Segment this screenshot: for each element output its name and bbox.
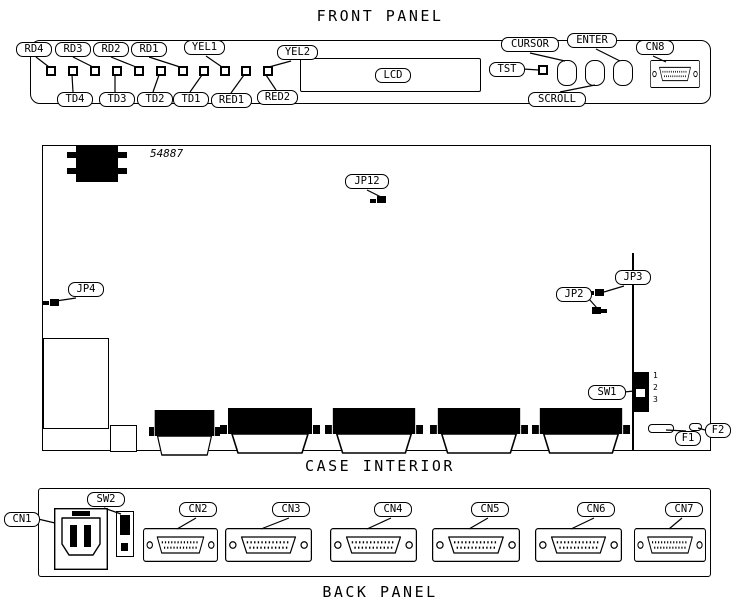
label-jp4: JP4	[68, 282, 104, 297]
fuse-f1	[648, 424, 674, 433]
sw2-rocker	[120, 515, 130, 535]
led-indicator	[263, 66, 273, 76]
transformer-pin	[118, 168, 127, 174]
interior-connector	[149, 410, 220, 456]
label-scroll: SCROLL	[528, 92, 586, 107]
front-panel-title: FRONT PANEL	[316, 7, 444, 25]
label-cn4: CN4	[374, 502, 412, 517]
label-jp12: JP12	[345, 174, 389, 189]
label-sw2: SW2	[87, 492, 125, 507]
led-indicator	[90, 66, 100, 76]
led-indicator	[220, 66, 230, 76]
label-rd3: RD3	[55, 42, 91, 57]
led-indicator	[46, 66, 56, 76]
label-f1: F1	[675, 431, 701, 446]
label-lcd: LCD	[375, 68, 411, 83]
jumper-jp3	[595, 289, 604, 296]
led-indicator	[241, 66, 251, 76]
back-panel-title: BACK PANEL	[322, 583, 438, 601]
sw1-position-3: 3	[653, 395, 658, 404]
jumper-jp12	[377, 196, 386, 203]
interior-connector	[430, 408, 528, 454]
cursor-button	[557, 60, 577, 86]
label-f2: F2	[705, 423, 731, 438]
jumper-jp2	[592, 307, 601, 314]
label-cn5: CN5	[471, 502, 509, 517]
sw2-marking	[121, 543, 128, 551]
interior-connector	[220, 408, 320, 454]
led-indicator	[134, 66, 144, 76]
label-cn8: CN8	[636, 40, 674, 55]
enter-button	[613, 60, 633, 86]
cn1-power-inlet	[54, 508, 108, 570]
label-enter: ENTER	[567, 33, 617, 48]
cn2-connector	[143, 528, 218, 562]
cn7-connector	[634, 528, 706, 562]
board-number: 54887	[150, 147, 184, 160]
cn8-connector	[650, 60, 700, 88]
label-td3: TD3	[99, 92, 135, 107]
label-jp3: JP3	[615, 270, 651, 285]
small-component	[110, 425, 137, 452]
label-cn6: CN6	[577, 502, 615, 517]
label-cn2: CN2	[179, 502, 217, 517]
led-indicator	[68, 66, 78, 76]
jumper-jp2-pins	[601, 309, 607, 313]
jumper-jp4	[50, 299, 59, 306]
label-cn3: CN3	[272, 502, 310, 517]
led-indicator	[112, 66, 122, 76]
jumper-jp4-pins	[43, 301, 49, 305]
label-yel2: YEL2	[277, 45, 318, 60]
label-sw1: SW1	[588, 385, 626, 400]
led-indicator	[178, 66, 188, 76]
led-indicator	[156, 66, 166, 76]
label-td1: TD1	[173, 92, 209, 107]
label-red2: RED2	[257, 90, 298, 105]
label-td4: TD4	[57, 92, 93, 107]
case-interior-title: CASE INTERIOR	[305, 457, 455, 475]
fuse-f2	[689, 423, 702, 431]
label-cn7: CN7	[665, 502, 703, 517]
cn4-connector	[330, 528, 417, 562]
label-cursor: CURSOR	[501, 37, 559, 52]
sw1-position-2: 2	[653, 383, 658, 392]
interior-connector	[325, 408, 423, 454]
label-rd2: RD2	[93, 42, 129, 57]
label-rd4: RD4	[16, 42, 52, 57]
cn3-connector	[225, 528, 312, 562]
transformer	[76, 146, 118, 182]
tst-led	[538, 65, 548, 75]
board-divider-line	[632, 253, 634, 450]
power-supply-area	[43, 338, 109, 429]
label-jp2: JP2	[556, 287, 592, 302]
label-cn1: CN1	[4, 512, 40, 527]
scroll-button	[585, 60, 605, 86]
sw1-slider	[636, 389, 645, 397]
jumper-jp12-pins	[370, 199, 376, 203]
interior-connector	[532, 408, 630, 454]
cn5-connector	[432, 528, 520, 562]
label-tst: TST	[489, 62, 525, 77]
label-yel1: YEL1	[184, 40, 225, 55]
sw1-position-1: 1	[653, 371, 658, 380]
transformer-pin	[67, 168, 76, 174]
label-red1: RED1	[211, 93, 252, 108]
transformer-pin	[67, 152, 76, 158]
led-indicator	[199, 66, 209, 76]
label-td2: TD2	[137, 92, 173, 107]
circuit-board-outline	[42, 145, 711, 451]
transformer-pin	[118, 152, 127, 158]
cn6-connector	[535, 528, 622, 562]
label-rd1: RD1	[131, 42, 167, 57]
